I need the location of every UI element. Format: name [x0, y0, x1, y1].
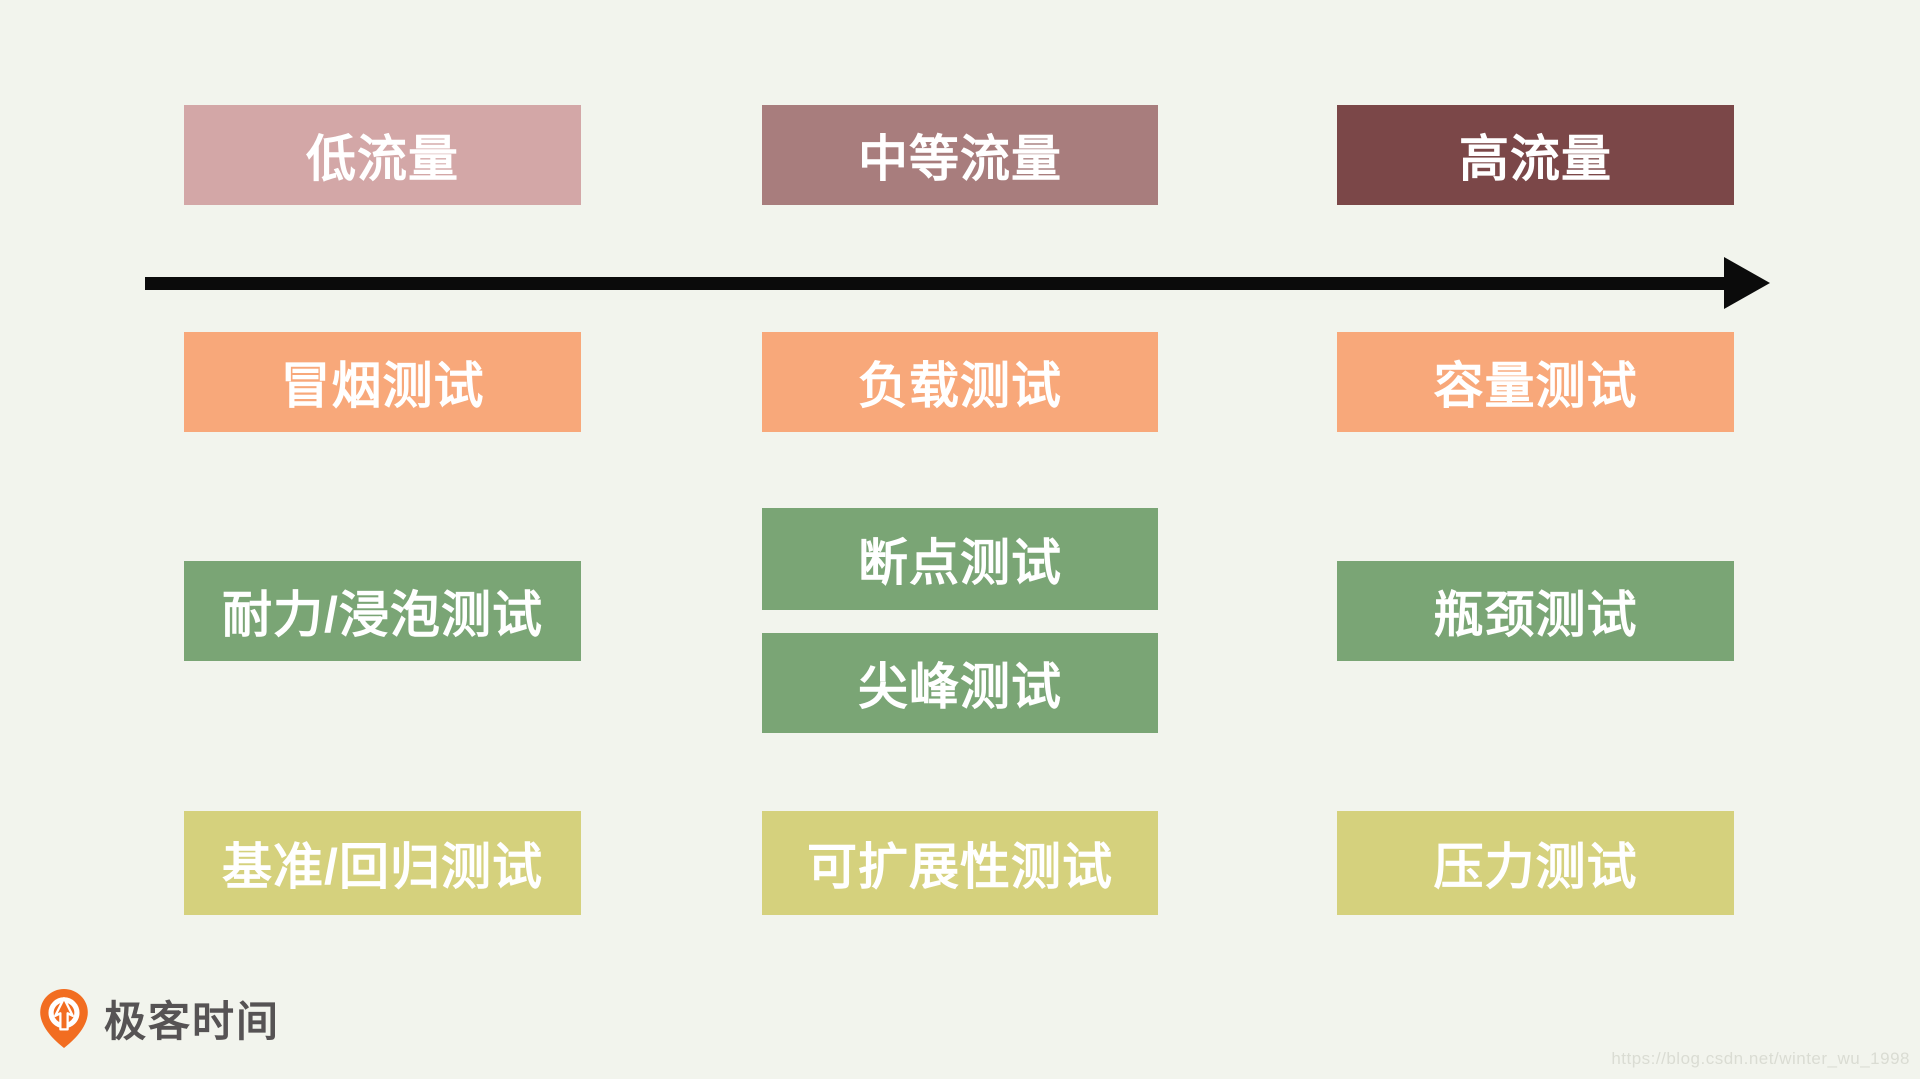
- geektime-logo: 极客时间: [40, 988, 280, 1049]
- cell-scalability-test-label: 可扩展性测试: [807, 839, 1113, 895]
- cell-stress-test: 压力测试: [1337, 811, 1734, 915]
- flow-arrow-head-icon: [1724, 257, 1770, 309]
- flow-arrow-line: [145, 277, 1725, 290]
- cell-capacity-test-label: 容量测试: [1433, 358, 1638, 414]
- cell-endurance-soak-test: 耐力/浸泡测试: [184, 561, 581, 661]
- cell-bottleneck-test: 瓶颈测试: [1337, 561, 1734, 661]
- cell-breakpoint-test-label: 断点测试: [858, 535, 1062, 591]
- cell-smoke-test: 冒烟测试: [184, 332, 581, 432]
- cell-baseline-regression-test: 基准/回归测试: [184, 811, 581, 915]
- cell-spike-test-label: 尖峰测试: [858, 659, 1062, 715]
- header-low-traffic: 低流量: [184, 105, 581, 205]
- watermark-url: https://blog.csdn.net/winter_wu_1998: [1611, 1049, 1910, 1068]
- header-low-traffic-label: 低流量: [306, 131, 459, 187]
- cell-spike-test: 尖峰测试: [762, 633, 1158, 733]
- header-high-traffic-label: 高流量: [1459, 131, 1612, 187]
- cell-bottleneck-test-label: 瓶颈测试: [1433, 587, 1638, 643]
- geektime-logo-text: 极客时间: [104, 998, 281, 1045]
- cell-baseline-regression-test-label: 基准/回归测试: [222, 839, 543, 895]
- cell-load-test-label: 负载测试: [858, 358, 1062, 414]
- geektime-logo-icon: [40, 988, 88, 1048]
- cell-breakpoint-test: 断点测试: [762, 508, 1158, 610]
- cell-scalability-test: 可扩展性测试: [762, 811, 1158, 915]
- cell-capacity-test: 容量测试: [1337, 332, 1734, 432]
- cell-smoke-test-label: 冒烟测试: [280, 358, 485, 414]
- cell-endurance-soak-test-label: 耐力/浸泡测试: [222, 587, 543, 643]
- header-high-traffic: 高流量: [1337, 105, 1734, 205]
- header-medium-traffic: 中等流量: [762, 105, 1158, 205]
- cell-load-test: 负载测试: [762, 332, 1158, 432]
- cell-stress-test-label: 压力测试: [1433, 839, 1638, 895]
- header-medium-traffic-label: 中等流量: [858, 131, 1062, 187]
